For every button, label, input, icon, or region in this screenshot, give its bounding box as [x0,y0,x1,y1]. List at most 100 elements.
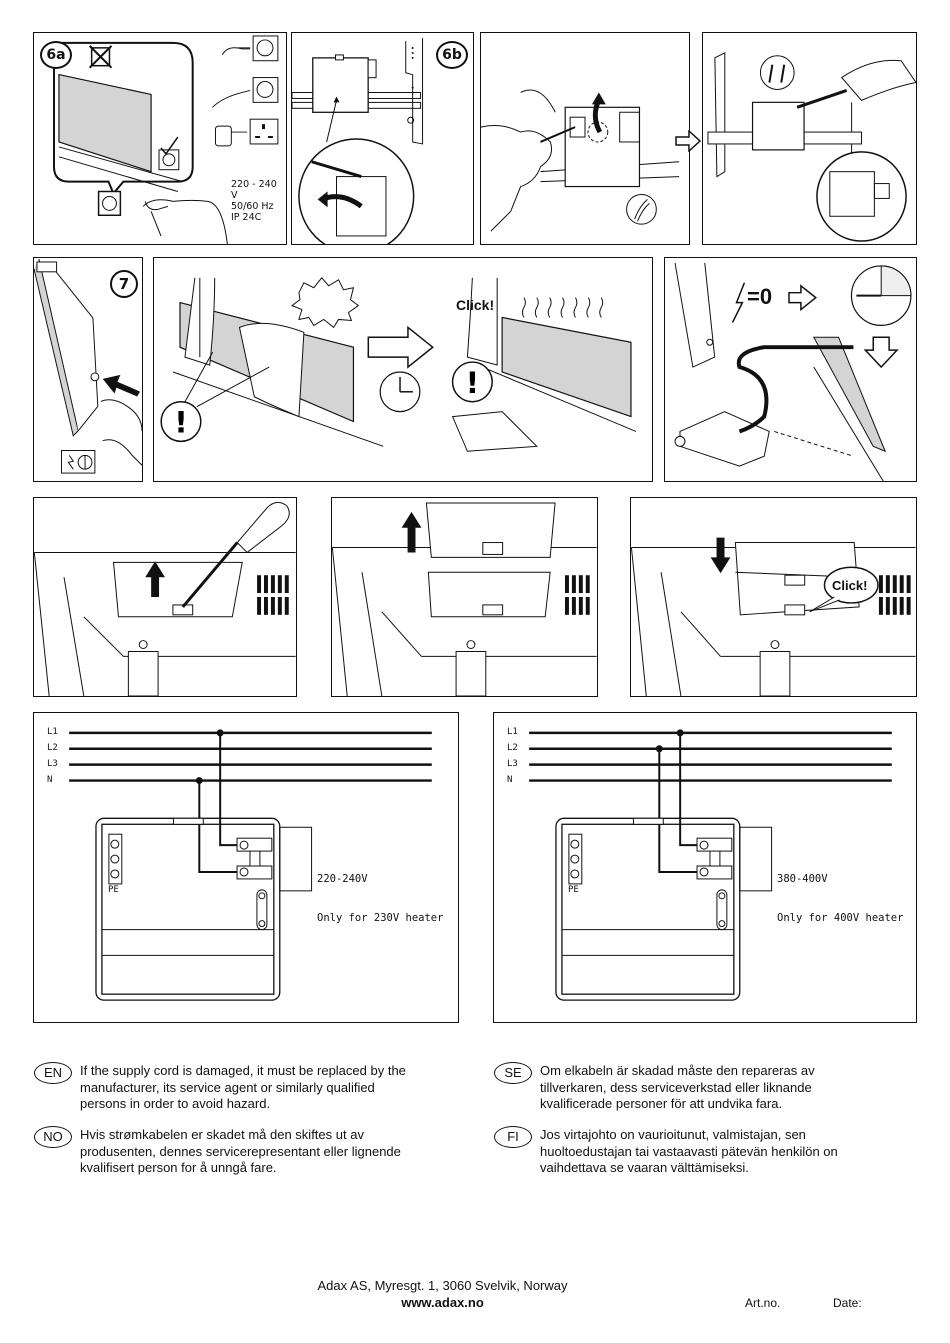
cover-lift-panel [331,497,598,697]
notice-text-en: If the supply cord is damaged, it must b… [80,1063,406,1111]
wiring-diagram-400v: L1 L2 L3 N PE 380-400V Only for 400V hea… [493,712,917,1023]
push-arrow-icon [102,374,141,397]
up-arrow-icon [145,561,165,597]
clock-quarter-icon [850,265,912,326]
screwdriver-icon [181,501,290,608]
click-label: Click! [456,297,495,313]
click-label: Click! [832,578,868,593]
arrow-right-outline-icon [367,325,434,369]
overheat-warning-panel: ! ! Click! [153,257,653,482]
cover-replace-panel: Click! [630,497,917,697]
voltage-note: 380-400V Only for 400V heater [777,847,903,951]
thermostat-link [256,889,268,931]
voltage-range: 380-400V [777,873,828,885]
heater-terminal [696,837,733,880]
date-label: Date: [833,1296,862,1310]
pe-label: PE [568,885,579,895]
mounting-bracket-icon [405,38,424,145]
cover-remove-illustration [34,501,296,696]
cover-replace-illustration [631,537,916,696]
box-detail-icon [816,151,907,242]
heater-restriction: Only for 400V heater [777,912,904,924]
lightning-icon [731,282,746,323]
click-bubble-icon [290,277,360,329]
svg-text:!: ! [466,366,480,401]
down-arrow-icon [710,537,731,574]
notice-text-fi: Jos virtajohto on vaurioitunut, valmista… [540,1127,838,1175]
wiring-400v-svg [529,729,892,1001]
step-6c-illustration [481,89,680,232]
line-label-n: N [47,775,53,785]
towel-icon [238,322,305,418]
wiring-230v-svg [69,729,432,1001]
art-no-label: Art.no. [745,1296,781,1310]
junction-dot-n [195,777,203,785]
notice-text-no: Hvis strømkabelen er skadet må den skift… [80,1127,401,1175]
cover-remove-panel [33,497,297,697]
step-6d-illustration [707,52,916,242]
arrow-down-outline-icon [863,336,899,369]
up-arrow-icon [592,101,603,134]
power-symbol-icon [61,450,96,474]
notice-text-se: Om elkabeln är skadad måste den reparera… [540,1063,815,1111]
cleaning-panel: =0 [664,257,917,482]
line-label-n: N [507,775,513,785]
step-6a-illustration [53,35,279,244]
step-6c-panel [480,32,690,245]
line-label-l3: L3 [507,759,518,769]
notice-fi: FI Jos virtajohto on vaurioitunut, valmi… [494,1126,924,1181]
heater-restriction: Only for 230V heater [317,912,444,924]
vacuum-cleaner-icon [674,345,854,467]
cover-lifted-icon [425,502,556,558]
voltage-range: 220-240V [317,873,368,885]
spec-voltage: 220 - 240 V [231,179,277,201]
notice-se: SE Om elkabeln är skadad måste den repar… [494,1062,924,1117]
screws-detail-icon [759,55,795,90]
up-arrow-icon [401,511,422,553]
notice-no: NO Hvis strømkabelen er skadet må den sk… [34,1126,474,1181]
step-badge-7: 7 [110,270,138,298]
notice-en: EN If the supply cord is damaged, it mus… [34,1062,474,1117]
reset-button-icon [90,372,100,382]
checked-socket-icon [158,136,180,171]
vent-slots [257,575,289,615]
terminal-block-icon [564,106,641,188]
pe-terminal-block [568,833,583,885]
lang-badge-en: EN [34,1062,72,1084]
cover-lift-illustration [332,502,597,696]
line-label-l2: L2 [507,743,518,753]
uk-plug-icon [214,118,279,147]
company-address: Adax AS, Myresgt. 1, 3060 Svelvik, Norwa… [317,1278,568,1293]
hand-plugging-icon [142,199,228,244]
finger-icon [100,399,142,466]
junction-box-icon [312,54,377,113]
voltage-note: 220-240V Only for 230V heater [317,847,443,951]
clock-icon [379,371,421,413]
overheat-illustration: ! ! [160,277,637,452]
arrow-right-outline-icon [675,129,702,153]
step-7-illustration [34,258,142,474]
heater-terminal [236,837,273,880]
schuko-plug-icon [221,35,279,62]
screwdriver-detail-icon [298,138,415,244]
cleaning-illustration [674,262,912,481]
step-7-panel: 7 [33,257,143,482]
line-label-l1: L1 [47,727,58,737]
line-label-l1: L1 [507,727,518,737]
lang-badge-fi: FI [494,1126,532,1148]
warning-exclamation-icon: ! [451,361,493,403]
step-6d-panel [702,32,917,245]
step-6b-panel: 6b [291,32,474,245]
warning-exclamation-icon: ! [160,400,202,443]
curtain-icon [184,277,216,366]
company-website-link[interactable]: www.adax.no [401,1295,484,1310]
towel-icon [451,411,538,452]
pliers-hand-icon [481,89,576,232]
heat-waves-icon [521,297,604,318]
wall-socket-icon [97,190,122,217]
line-label-l3: L3 [47,759,58,769]
heater-tilted-icon [812,336,887,481]
arrow-right-outline-icon [788,284,817,312]
step-6a-panel: 6a 220 - 240 V 50/60 Hz IP 24C [33,32,287,245]
pe-label: PE [108,885,119,895]
